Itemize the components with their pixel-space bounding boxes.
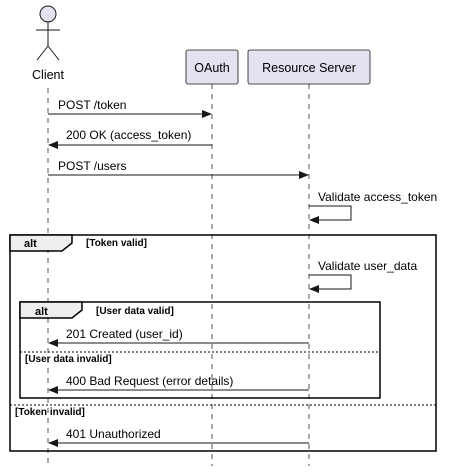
alt-guard-user-data-invalid: [User data invalid]	[25, 354, 112, 365]
arrow-left-icon	[48, 439, 58, 447]
message-400-bad-request: 400 Bad Request (error details)	[48, 374, 309, 394]
oauth-label: OAuth	[194, 61, 229, 75]
arrow-left-icon	[309, 285, 319, 293]
alt-fragment-token: alt [Token valid] [Token invalid]	[9, 234, 437, 452]
alt-fragment-user-data: alt [User data valid] [User data invalid…	[19, 301, 381, 399]
created-label: 201 Created (user_id)	[66, 327, 183, 341]
alt-guard-user-data-valid: [User data valid]	[96, 306, 174, 317]
post-users-label: POST /users	[58, 159, 126, 173]
arrow-right-icon	[202, 110, 212, 118]
arrow-right-icon	[299, 171, 309, 179]
arrow-left-icon	[309, 216, 319, 224]
client-actor-icon	[36, 5, 60, 61]
resource-server-participant: Resource Server	[247, 49, 371, 85]
alt-tab	[9, 234, 73, 252]
oauth-participant: OAuth	[185, 49, 239, 85]
message-post-users: POST /users	[48, 159, 309, 179]
validate-token-label: Validate access_token	[318, 190, 437, 204]
message-200-ok: 200 OK (access_token)	[48, 128, 212, 149]
bad-request-label: 400 Bad Request (error details)	[66, 374, 233, 388]
unauthorized-label: 401 Unauthorized	[66, 427, 161, 441]
ok-token-label: 200 OK (access_token)	[66, 128, 191, 142]
post-token-label: POST /token	[58, 98, 126, 112]
arrow-left-icon	[48, 141, 58, 149]
alt-keyword: alt	[24, 238, 37, 250]
alt-keyword: alt	[35, 306, 48, 318]
message-validate-access-token: Validate access_token	[309, 190, 437, 224]
message-401-unauthorized: 401 Unauthorized	[48, 427, 309, 447]
arrow-left-icon	[48, 339, 58, 347]
message-validate-user-data: Validate user_data	[309, 259, 418, 293]
client-label: Client	[32, 68, 64, 82]
arrow-left-icon	[48, 386, 58, 394]
resource-server-label: Resource Server	[262, 61, 356, 75]
alt-guard-token-invalid: [Token invalid]	[15, 407, 85, 418]
message-post-token: POST /token	[48, 98, 212, 118]
message-201-created: 201 Created (user_id)	[48, 327, 309, 347]
alt-tab	[19, 301, 83, 319]
alt-guard-token-valid: [Token valid]	[86, 238, 147, 249]
validate-user-label: Validate user_data	[318, 259, 418, 273]
